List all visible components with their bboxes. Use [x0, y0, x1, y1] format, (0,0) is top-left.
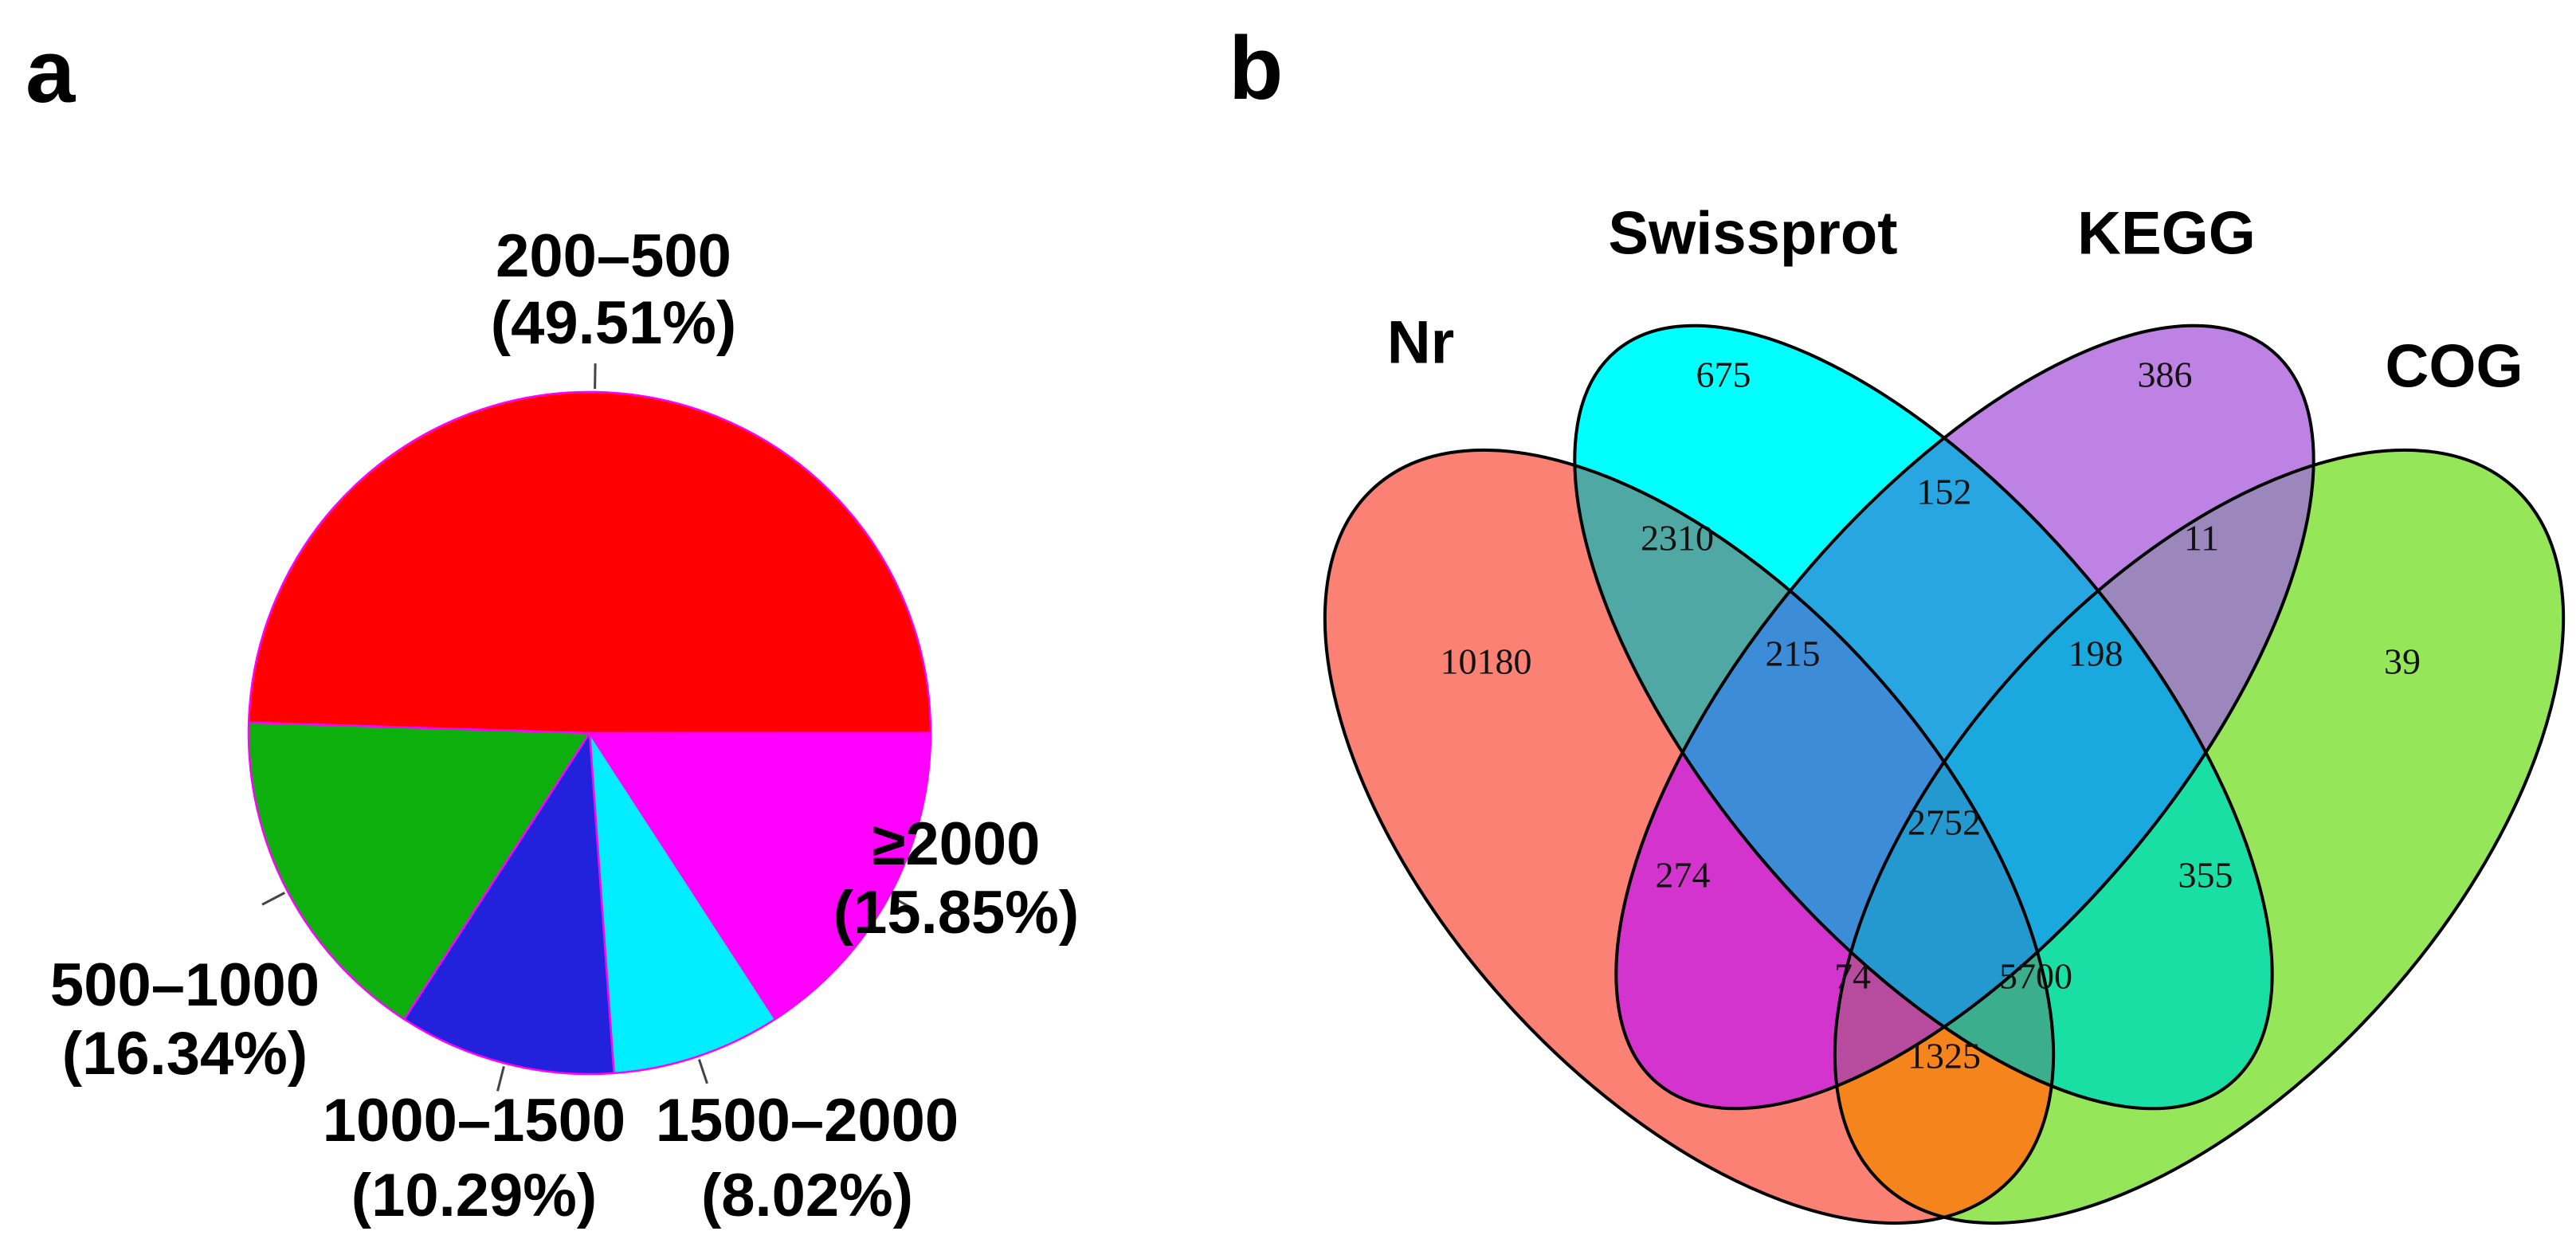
pie-slice-category-1: 500–1000	[50, 951, 320, 1019]
venn-count-nsk: 215	[1766, 633, 1821, 674]
pie-tick-4	[891, 896, 916, 911]
venn-counts: 10180 675 386 39 2310 152 11 274 355 1325 215 198 74…	[1441, 355, 2421, 1076]
pie-labels: 200–500(49.51%) 500–1000(16.34%)1000–1500…	[50, 222, 1079, 1229]
pie-slice-category-2: 1000–1500	[323, 1087, 625, 1155]
panel-b-letter: b	[1229, 18, 1284, 118]
pie-tick-2	[496, 1066, 505, 1092]
venn-count-c: 39	[2384, 641, 2421, 682]
venn-region-fills	[1324, 325, 2564, 1224]
venn-set-label-s: Swissprot	[1608, 200, 1897, 268]
pie-slice-3	[588, 731, 777, 1075]
pie-tick-1	[261, 892, 285, 906]
pie-slice-0	[247, 390, 932, 735]
venn-set-names: Nr Swissprot KEGG COG	[1387, 200, 2523, 401]
panel-a-letter: a	[25, 22, 76, 121]
venn-count-skc: 198	[2068, 633, 2123, 674]
venn-count-nc: 1325	[1907, 1036, 1981, 1076]
venn-count-ns: 2310	[1641, 518, 1714, 559]
pie-slice-category-3: 1500–2000	[656, 1087, 959, 1155]
venn-count-nskc: 2752	[1907, 802, 1981, 843]
venn-count-k: 386	[2138, 355, 2193, 395]
venn-ellipse-outline-k	[1614, 323, 2315, 1111]
pie-slice-label-0: 200–500(49.51%)	[491, 222, 736, 357]
venn-count-nsc: 5700	[1999, 956, 2072, 997]
venn-fill-nsc	[1834, 449, 2188, 1222]
venn-count-kc: 11	[2184, 518, 2219, 559]
pie-slice-label-1: 500–1000(16.34%)	[50, 951, 320, 1088]
venn-set-label-k: KEGG	[2077, 200, 2256, 268]
pie-slice-percentage-2: (10.29%)	[351, 1162, 597, 1229]
venn-count-nkc: 74	[1834, 956, 1871, 997]
pie-slice-category-0: 200–500	[496, 222, 731, 290]
venn-count-sk: 152	[1917, 472, 1972, 512]
pie-slice-percentage-3: (8.02%)	[701, 1162, 913, 1229]
pie-chart-transcript-length: 200–500(49.51%) 500–1000(16.34%)1000–1500…	[50, 222, 1079, 1229]
pie-slice-label-3: 1500–2000 (8.02%)	[656, 1087, 959, 1229]
pie-ticks	[261, 363, 916, 1092]
venn-set-label-c: COG	[2385, 333, 2523, 401]
pie-slice-percentage-0: (49.51%)	[491, 289, 736, 357]
venn-ellipse-outline-s	[1573, 323, 2274, 1111]
pie-slice-label-4: ≥2000(15.85%)	[833, 810, 1079, 947]
pie-slice-percentage-4: (15.85%)	[833, 879, 1079, 947]
pie-tick-0	[594, 363, 597, 390]
venn-fill-nsc-clip-s	[1834, 449, 2188, 1222]
venn-count-nk: 274	[1656, 855, 1711, 896]
pie-slice-1	[247, 721, 591, 1021]
venn-ellipse-outline-c	[1833, 448, 2566, 1225]
pie-slice-2	[403, 731, 615, 1076]
pie-slice-category-4: ≥2000	[872, 810, 1041, 878]
pie-slice-4	[588, 731, 932, 1021]
venn-count-n: 10180	[1441, 641, 1532, 682]
pie-tick-3	[697, 1059, 708, 1084]
venn-diagram-annotation-databases: 10180 675 386 39 2310 152 11 274 355 1325 215 198 74…	[1323, 200, 2566, 1225]
pie-slice-percentage-1: (16.34%)	[62, 1020, 308, 1088]
venn-count-s: 675	[1696, 355, 1751, 395]
pie-slices	[247, 390, 932, 1076]
venn-count-sc: 355	[2178, 855, 2233, 896]
pie-slice-label-2: 1000–1500 (10.29%)	[323, 1087, 625, 1229]
venn-ellipse-outline-n	[1323, 448, 2056, 1225]
venn-fill-nsc-clip-n	[1834, 449, 2188, 1222]
venn-set-label-n: Nr	[1387, 309, 1454, 377]
venn-outlines	[1323, 323, 2566, 1225]
